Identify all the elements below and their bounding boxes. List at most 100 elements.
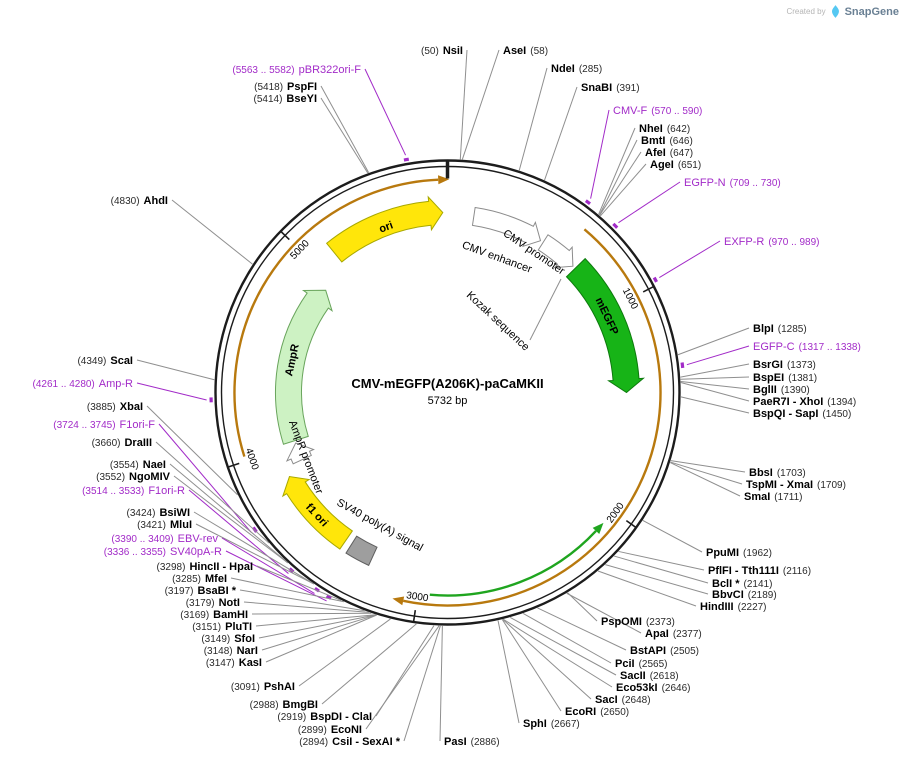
primer-mark-egfp-n <box>613 224 617 228</box>
primer-label-amp-r[interactable]: (4261 .. 4280)Amp-R <box>33 378 134 390</box>
enzyme-label-sacii[interactable]: SacII(2618) <box>620 670 679 682</box>
enzyme-label-bbvci[interactable]: BbvCI(2189) <box>712 589 777 601</box>
leader-sv40pa-r <box>226 551 327 601</box>
primer-label-pbr322ori-f[interactable]: (5563 .. 5582)pBR322ori-F <box>232 64 361 76</box>
leader-egfp-c <box>687 346 749 365</box>
enzyme-label-draiii[interactable]: (3660)DraIII <box>92 437 152 449</box>
enzyme-label-bspdi-clai[interactable]: (2919)BspDI - ClaI <box>277 711 372 723</box>
primer-mark-cmv-f <box>586 201 590 204</box>
enzyme-label-snabi[interactable]: SnaBI(391) <box>581 82 640 94</box>
enzyme-label-hindiii[interactable]: HindIII(2227) <box>700 601 767 613</box>
leader-ppumi <box>643 520 702 552</box>
enzyme-label-ngomiv[interactable]: (3552)NgoMIV <box>96 471 171 483</box>
leader-econi <box>366 626 439 729</box>
primer-label-f1ori-f[interactable]: (3724 .. 3745)F1ori-F <box>53 419 155 431</box>
enzyme-label-paer7i-xhoi[interactable]: PaeR7I - XhoI(1394) <box>753 396 856 408</box>
primer-label-f1ori-r[interactable]: (3514 .. 3533)F1ori-R <box>82 485 185 497</box>
primer-label-sv40pa-r[interactable]: (3336 .. 3355)SV40pA-R <box>104 546 222 558</box>
enzyme-label-bsrgi[interactable]: BsrGI(1373) <box>753 359 816 371</box>
enzyme-label-sphi[interactable]: SphI(2667) <box>523 718 580 730</box>
leader-exfp-r <box>659 241 720 278</box>
enzyme-label-xbai[interactable]: (3885)XbaI <box>87 401 143 413</box>
leader-pspfi <box>321 86 369 173</box>
enzyme-label-bmti[interactable]: BmtI(646) <box>641 135 693 147</box>
enzyme-label-bseyi[interactable]: (5414)BseYI <box>254 93 317 105</box>
enzyme-label-pluti[interactable]: (3151)PluTI <box>192 621 252 633</box>
leader-saci <box>503 619 591 699</box>
leader-tspmi-xmai <box>670 462 742 484</box>
enzyme-label-scai[interactable]: (4349)ScaI <box>77 355 133 367</box>
leader-bcli <box>614 556 708 583</box>
enzyme-label-bmgbi[interactable]: (2988)BmgBI <box>250 699 318 711</box>
enzyme-label-nhei[interactable]: NheI(642) <box>639 123 690 135</box>
enzyme-label-pasi[interactable]: PasI(2886) <box>444 736 500 748</box>
enzyme-label-pcii[interactable]: PciI(2565) <box>615 658 667 670</box>
leader-pasi <box>440 626 442 741</box>
note-kozak-sequence: Kozak sequence <box>464 289 532 353</box>
enzyme-label-noti[interactable]: (3179)NotI <box>186 597 240 609</box>
primer-mark-pbr322ori-f <box>404 159 409 160</box>
leader-eco53ki <box>503 619 612 687</box>
enzyme-label-kasi[interactable]: (3147)KasI <box>206 657 262 669</box>
enzyme-label-nari[interactable]: (3148)NarI <box>204 645 258 657</box>
watermark-brand: SnapGene <box>845 6 899 18</box>
enzyme-label-csii-sexai[interactable]: (2894)CsiI - SexAI * <box>299 736 400 748</box>
enzyme-label-blpi[interactable]: BlpI(1285) <box>753 323 807 335</box>
enzyme-label-bsiwi[interactable]: (3424)BsiWI <box>127 507 190 519</box>
scale-tick-1000 <box>643 286 654 291</box>
leader-bbsi <box>671 461 745 472</box>
snapgene-logo-icon <box>830 5 841 18</box>
leader-bamhi <box>252 613 371 614</box>
enzyme-label-pspfi[interactable]: (5418)PspFI <box>254 81 317 93</box>
leader-bspei <box>681 377 749 379</box>
enzyme-label-tspmi-xmai[interactable]: TspMI - XmaI(1709) <box>746 479 846 491</box>
enzyme-label-bspqi-sapi[interactable]: BspQI - SapI(1450) <box>753 408 851 420</box>
enzyme-label-ecori[interactable]: EcoRI(2650) <box>565 706 629 718</box>
leader-snabi <box>545 87 577 180</box>
enzyme-label-bbsi[interactable]: BbsI(1703) <box>749 467 806 479</box>
primer-label-egfp-c[interactable]: EGFP-C(1317 .. 1338) <box>753 341 861 353</box>
leader-ecori <box>502 619 561 711</box>
enzyme-label-hincii-hpai[interactable]: (3298)HincII - HpaI <box>157 561 253 573</box>
leader-agei <box>600 164 646 216</box>
primer-label-ebv-rev[interactable]: (3390 .. 3409)EBV-rev <box>111 533 218 545</box>
enzyme-label-bamhi[interactable]: (3169)BamHI <box>180 609 248 621</box>
enzyme-label-pshai[interactable]: (3091)PshAI <box>231 681 295 693</box>
primer-label-egfp-n[interactable]: EGFP-N(709 .. 730) <box>684 177 781 189</box>
feature-label-sv40-poly-a-signal: SV40 poly(A) signal <box>335 497 425 554</box>
enzyme-label-agei[interactable]: AgeI(651) <box>650 159 701 171</box>
enzyme-label-eco53ki[interactable]: Eco53kI(2646) <box>616 682 691 694</box>
enzyme-label-sfoi[interactable]: (3149)SfoI <box>201 633 255 645</box>
enzyme-label-bstapi[interactable]: BstAPI(2505) <box>630 645 699 657</box>
enzyme-label-smai[interactable]: SmaI(1711) <box>744 491 802 503</box>
primer-label-exfp-r[interactable]: EXFP-R(970 .. 989) <box>724 236 820 248</box>
enzyme-label-pspomi[interactable]: PspOMI(2373) <box>601 616 675 628</box>
enzyme-label-pflfi-tth111i[interactable]: PflFI - Tth111I(2116) <box>708 565 811 577</box>
primer-label-cmv-f[interactable]: CMV-F(570 .. 590) <box>613 105 702 117</box>
enzyme-label-apai[interactable]: ApaI(2377) <box>645 628 702 640</box>
enzyme-label-econi[interactable]: (2899)EcoNI <box>298 724 362 736</box>
enzyme-label-asei[interactable]: AseI(58) <box>503 45 548 57</box>
plasmid-title: CMV-mEGFP(A206K)-paCaMKII <box>351 376 543 391</box>
feature-sv40-poly-a-signal[interactable] <box>346 536 377 565</box>
plasmid-size: 5732 bp <box>428 395 468 407</box>
enzyme-label-bspei[interactable]: BspEI(1381) <box>753 372 817 384</box>
enzyme-label-ppumi[interactable]: PpuMI(1962) <box>706 547 772 559</box>
enzyme-label-saci[interactable]: SacI(2648) <box>595 694 651 706</box>
enzyme-label-mlui[interactable]: (3421)MluI <box>137 519 192 531</box>
enzyme-label-afei[interactable]: AfeI(647) <box>645 147 693 159</box>
enzyme-label-ndei[interactable]: NdeI(285) <box>551 63 602 75</box>
enzyme-label-mfei[interactable]: (3285)MfeI <box>172 573 227 585</box>
scale-tick-2000 <box>626 521 636 528</box>
enzyme-label-naei[interactable]: (3554)NaeI <box>110 459 166 471</box>
leader-bsrgi <box>681 364 750 377</box>
leader-egfp-n <box>618 182 680 223</box>
enzyme-label-bglii[interactable]: BglII(1390) <box>753 384 810 396</box>
enzyme-label-bsabi[interactable]: (3197)BsaBI * <box>165 585 237 597</box>
scale-label-5000: 5000 <box>288 238 312 262</box>
leader-ndei <box>519 68 547 170</box>
enzyme-label-nsii[interactable]: (50)NsiI <box>421 45 463 57</box>
enzyme-label-ahdi[interactable]: (4830)AhdI <box>111 195 168 207</box>
